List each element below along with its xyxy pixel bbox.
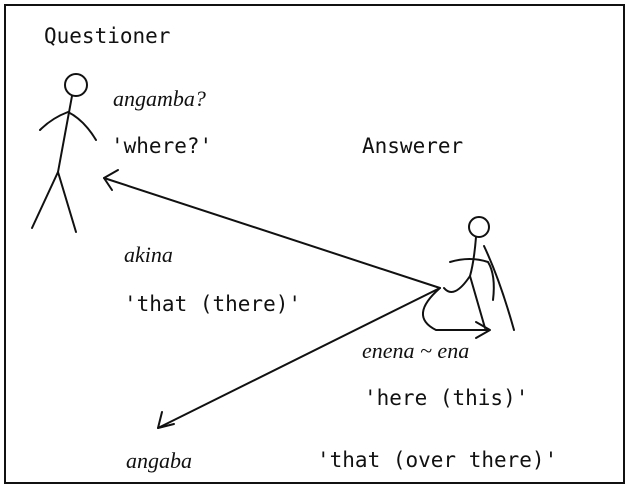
questioner-body bbox=[57, 95, 73, 173]
figure-frame bbox=[4, 4, 625, 484]
questioner-label: Questioner bbox=[44, 24, 171, 48]
akina-word: akina bbox=[124, 242, 173, 267]
enena-word: enena ~ ena bbox=[362, 338, 470, 363]
answerer-label: Answerer bbox=[362, 134, 464, 158]
arrow-here bbox=[422, 287, 491, 339]
answerer-head bbox=[468, 216, 490, 238]
answerer-figure bbox=[443, 216, 515, 331]
angaba-word: angaba bbox=[126, 448, 192, 473]
question-gloss: 'where?' bbox=[111, 134, 213, 158]
questioner-legs bbox=[31, 171, 77, 233]
enena-gloss: 'here (this)' bbox=[364, 386, 529, 410]
arrow-to-questioner bbox=[103, 169, 441, 289]
questioner-head bbox=[64, 73, 88, 97]
questioner-figure bbox=[31, 73, 97, 233]
answerer-arms bbox=[449, 258, 495, 301]
questioner-arms bbox=[39, 111, 97, 141]
question-word: angamba? bbox=[113, 86, 206, 111]
answerer-legs bbox=[469, 245, 515, 331]
angaba-gloss: 'that (over there)' bbox=[317, 448, 558, 472]
akina-gloss: 'that (there)' bbox=[124, 292, 302, 316]
arrow-over-there bbox=[157, 287, 441, 429]
